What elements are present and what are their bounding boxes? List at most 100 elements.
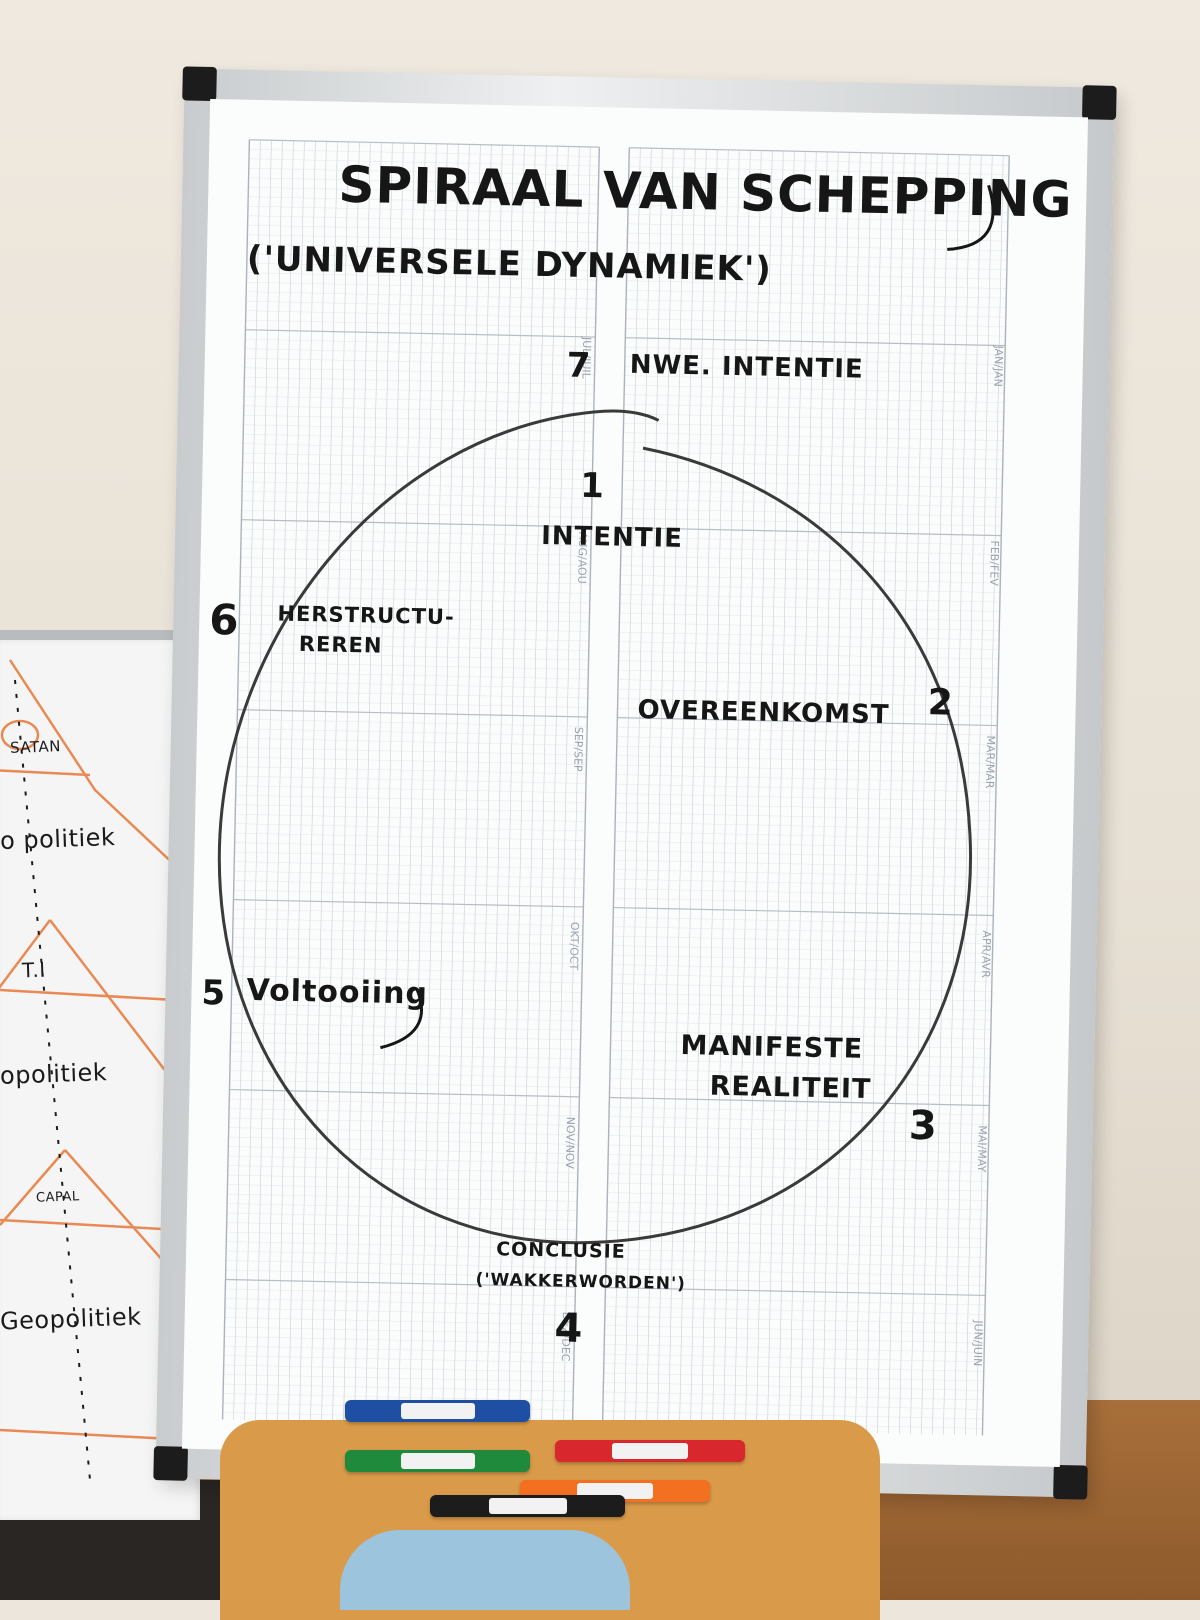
- grid-row-line: [609, 1116, 989, 1125]
- grid-row-line: [603, 1391, 984, 1401]
- grid-column-line: [778, 151, 806, 1432]
- grid-row-line: [238, 661, 589, 670]
- grid-month-line: [617, 717, 998, 727]
- grid-row-line: [241, 510, 592, 518]
- month-label: OKT/OCT: [567, 922, 581, 971]
- grid-row-line: [606, 1258, 986, 1268]
- pyramid-1-base: [0, 769, 91, 777]
- grid-row-line: [240, 547, 591, 556]
- grid-column-line: [734, 150, 762, 1431]
- grid-row-line: [229, 1070, 580, 1079]
- grid-row-line: [605, 1306, 985, 1315]
- grid-row-line: [604, 1315, 985, 1325]
- grid-row-line: [622, 460, 1003, 470]
- step-6-label-b: REREN: [299, 632, 383, 658]
- grid-row-line: [230, 1051, 581, 1060]
- grid-row-line: [228, 1127, 579, 1136]
- grid-row-line: [605, 1296, 986, 1306]
- grid-row-line: [607, 1192, 988, 1201]
- grid-column-line: [365, 142, 393, 1423]
- grid-row-line: [247, 215, 598, 224]
- grid-row-line: [609, 1068, 990, 1078]
- grid-row-line: [615, 821, 996, 831]
- grid-row-line: [223, 1364, 574, 1373]
- step-7-label: NWE. INTENTIE: [629, 350, 864, 385]
- step-1-number: 1: [580, 466, 606, 507]
- frame-corner-top-left: [182, 66, 217, 102]
- planner-grid: JUL/JUILAUG/AOUSEP/SEPOKT/OCTNOV/NOVDEZ/…: [221, 139, 1010, 1436]
- left-board-text-capal: CAPAL: [35, 1189, 80, 1206]
- grid-row-line: [228, 1155, 579, 1164]
- grid-column-line: [519, 145, 547, 1426]
- grid-row-line: [246, 291, 597, 300]
- marker-label: [488, 1498, 567, 1514]
- month-label: FEB/FEV: [987, 540, 1001, 586]
- grid-row-line: [604, 1344, 985, 1353]
- month-label: DEZ/DEC: [559, 1312, 573, 1362]
- grid-row-line: [621, 508, 1002, 517]
- grid-row-line: [616, 774, 997, 783]
- grid-column-line: [442, 144, 470, 1425]
- grid-row-line: [615, 783, 996, 793]
- grid-month-line: [249, 139, 600, 148]
- grid-row-line: [611, 1011, 992, 1021]
- grid-row-line: [617, 688, 998, 698]
- grid-row-line: [245, 348, 595, 357]
- marker-black[interactable]: [430, 1495, 625, 1517]
- grid-column-line: [811, 152, 839, 1432]
- grid-row-line: [625, 328, 1006, 337]
- grid-row-line: [624, 356, 1005, 365]
- step-3-label-b: REALITEIT: [709, 1071, 871, 1105]
- grid-row-line: [628, 176, 1009, 185]
- grid-row-line: [628, 166, 1009, 175]
- grid-row-line: [240, 566, 591, 575]
- marker-red[interactable]: [555, 1440, 745, 1462]
- grid-row-line: [619, 631, 1000, 641]
- grid-row-line: [627, 223, 1008, 232]
- marker-blue[interactable]: [345, 1400, 530, 1422]
- grid-row-line: [626, 261, 1007, 270]
- grid-row-line: [241, 538, 591, 547]
- grid-row-line: [607, 1201, 988, 1211]
- step-4-label-b: ('WAKKERWORDEN'): [475, 1270, 686, 1294]
- grid-column-line: [976, 155, 1004, 1436]
- grid-row-line: [230, 1041, 581, 1050]
- grid-row-line: [626, 290, 1007, 299]
- grid-row-line: [229, 1098, 580, 1107]
- grid-row-line: [228, 1146, 579, 1155]
- pyramid-1-edge: [8, 659, 181, 871]
- grid-column-line: [387, 143, 415, 1423]
- grid-row-line: [233, 908, 584, 917]
- grid-row-line: [626, 299, 1007, 308]
- title-flourish: [947, 184, 995, 251]
- grid-column-line: [354, 142, 382, 1423]
- step-1-label: INTENTIE: [541, 521, 683, 554]
- month-label: APR/AVR: [979, 930, 993, 978]
- grid-month-line: [609, 1096, 990, 1107]
- spiral-line: [217, 409, 973, 1245]
- grid-column-line: [701, 149, 729, 1430]
- grid-row-line: [603, 1401, 983, 1410]
- grid-row-line: [620, 546, 1001, 555]
- grid-row-line: [232, 965, 583, 974]
- grid-row-line: [609, 1087, 990, 1097]
- marker-green[interactable]: [345, 1450, 530, 1472]
- spiral-sketch: SPIRAAL VAN SCHEPPING ('UNIVERSELE DYNAM…: [201, 156, 1073, 1352]
- grid-row-line: [248, 196, 599, 205]
- grid-row-line: [238, 680, 588, 689]
- left-board-text-geopolitiek: Geopolitiek: [0, 1302, 142, 1336]
- grid-row-line: [618, 641, 999, 650]
- grid-row-line: [625, 318, 1006, 327]
- step-6-label-a: HERSTRUCTU-: [277, 601, 455, 629]
- grid-row-line: [247, 225, 598, 233]
- grid-row-line: [236, 756, 587, 765]
- grid-row-line: [617, 707, 998, 717]
- grid-column-line: [464, 144, 492, 1425]
- board-subtitle: ('UNIVERSELE DYNAMIEK'): [246, 239, 772, 290]
- grid-row-line: [603, 1372, 984, 1382]
- grid-column-line: [767, 151, 795, 1431]
- grid-row-line: [613, 888, 994, 897]
- grid-column-line: [376, 143, 404, 1423]
